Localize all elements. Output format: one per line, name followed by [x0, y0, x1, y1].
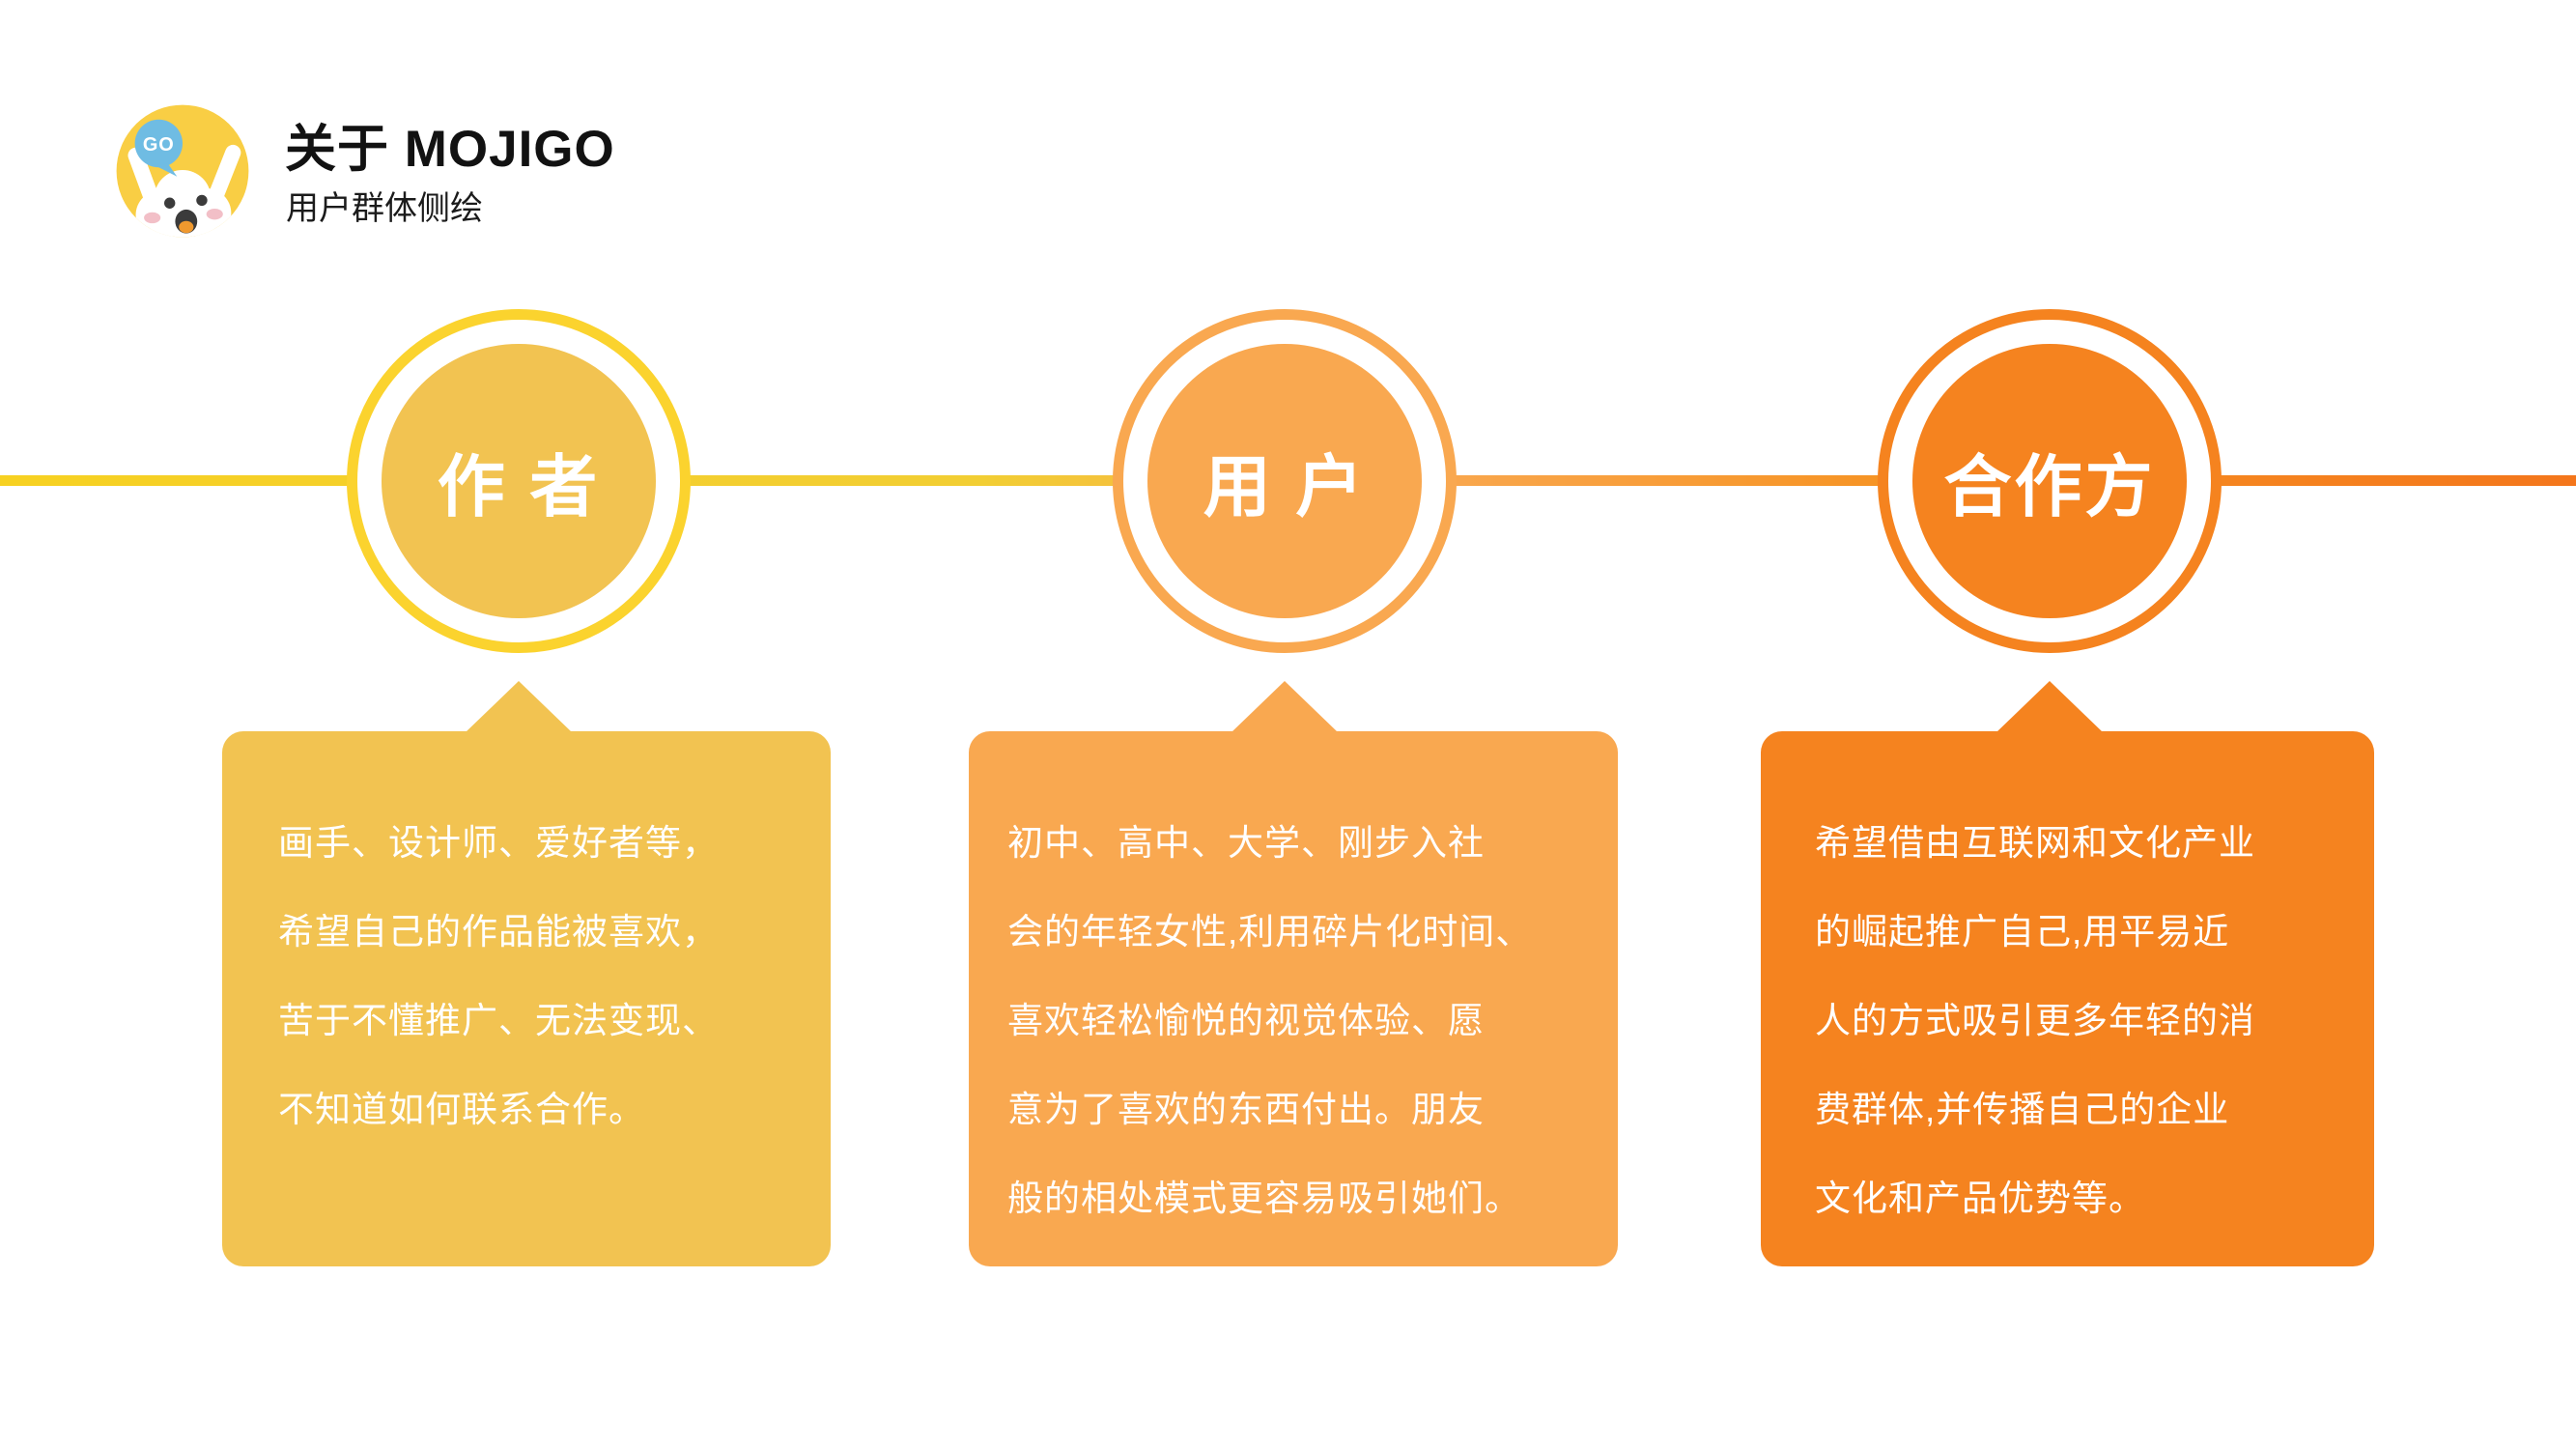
page-subtitle: 用户群体侧绘: [286, 190, 483, 227]
timeline-node-user: 用 户: [1113, 309, 1457, 653]
page-title: 关于 MOJIGO: [285, 121, 615, 178]
node-label: 作 者: [437, 448, 601, 525]
mojigo-logo-icon: GO: [116, 104, 249, 238]
card-pointer-user: [1231, 681, 1338, 732]
go-bubble-label: GO: [143, 134, 175, 156]
node-circle: 用 户: [1147, 344, 1422, 618]
info-card-author: 画手、设计师、爱好者等， 希望自己的作品能被喜欢， 苦于不懂推广、无法变现、 不…: [222, 731, 831, 1266]
timeline-node-partner: 合作方: [1878, 309, 2222, 653]
card-text-author: 画手、设计师、爱好者等， 希望自己的作品能被喜欢， 苦于不懂推广、无法变现、 不…: [278, 823, 719, 1129]
go-bubble-icon: GO: [134, 119, 183, 177]
node-circle: 作 者: [382, 344, 656, 618]
info-card-partner: 希望借由互联网和文化产业 的崛起推广自己,用平易近 人的方式吸引更多年轻的消 费…: [1761, 731, 2374, 1266]
card-text-partner: 希望借由互联网和文化产业 的崛起推广自己,用平易近 人的方式吸引更多年轻的消 费…: [1815, 823, 2255, 1218]
card-pointer-author: [466, 681, 572, 732]
card-text-user: 初中、高中、大学、刚步入社 会的年轻女性,利用碎片化时间、 喜欢轻松愉悦的视觉体…: [1007, 823, 1533, 1218]
node-label: 合作方: [1943, 448, 2156, 525]
info-card-user: 初中、高中、大学、刚步入社 会的年轻女性,利用碎片化时间、 喜欢轻松愉悦的视觉体…: [969, 731, 1618, 1266]
timeline-node-author: 作 者: [347, 309, 691, 653]
node-circle: 合作方: [1912, 344, 2187, 618]
card-pointer-partner: [1996, 681, 2103, 732]
node-label: 用 户: [1203, 448, 1367, 525]
